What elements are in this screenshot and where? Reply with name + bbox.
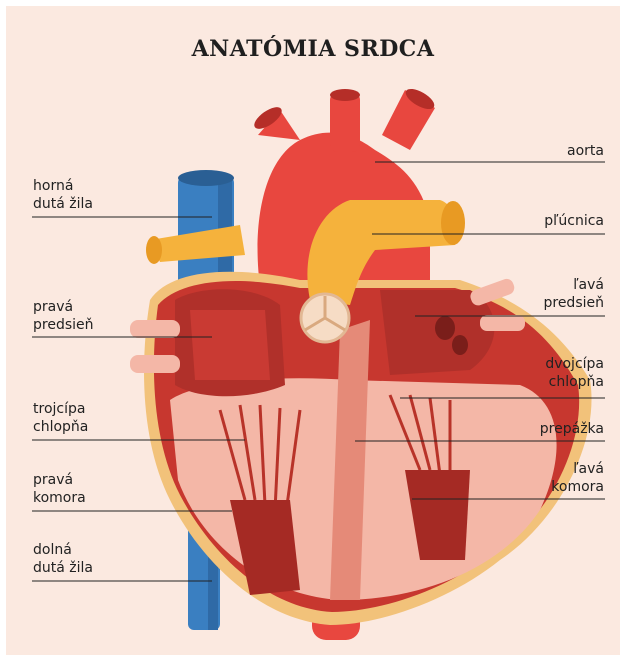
- label-inferior-vena-cava: dolná dutá žila: [33, 541, 93, 577]
- label-aorta: aorta: [567, 142, 604, 160]
- label-tricuspid-valve: trojcípa chlopňa: [33, 400, 88, 436]
- label-septum: prepážka: [540, 420, 604, 438]
- label-left-ventricle: ľavá komora: [551, 460, 604, 496]
- label-left-atrium: ľavá predsieň: [543, 276, 604, 312]
- label-mitral-valve: dvojcípa chlopňa: [545, 355, 604, 391]
- label-superior-vena-cava: horná dutá žila: [33, 177, 93, 213]
- label-right-ventricle: pravá komora: [33, 471, 86, 507]
- label-right-atrium: pravá predsieň: [33, 298, 94, 334]
- label-pulmonary-artery: pľúcnica: [544, 212, 604, 230]
